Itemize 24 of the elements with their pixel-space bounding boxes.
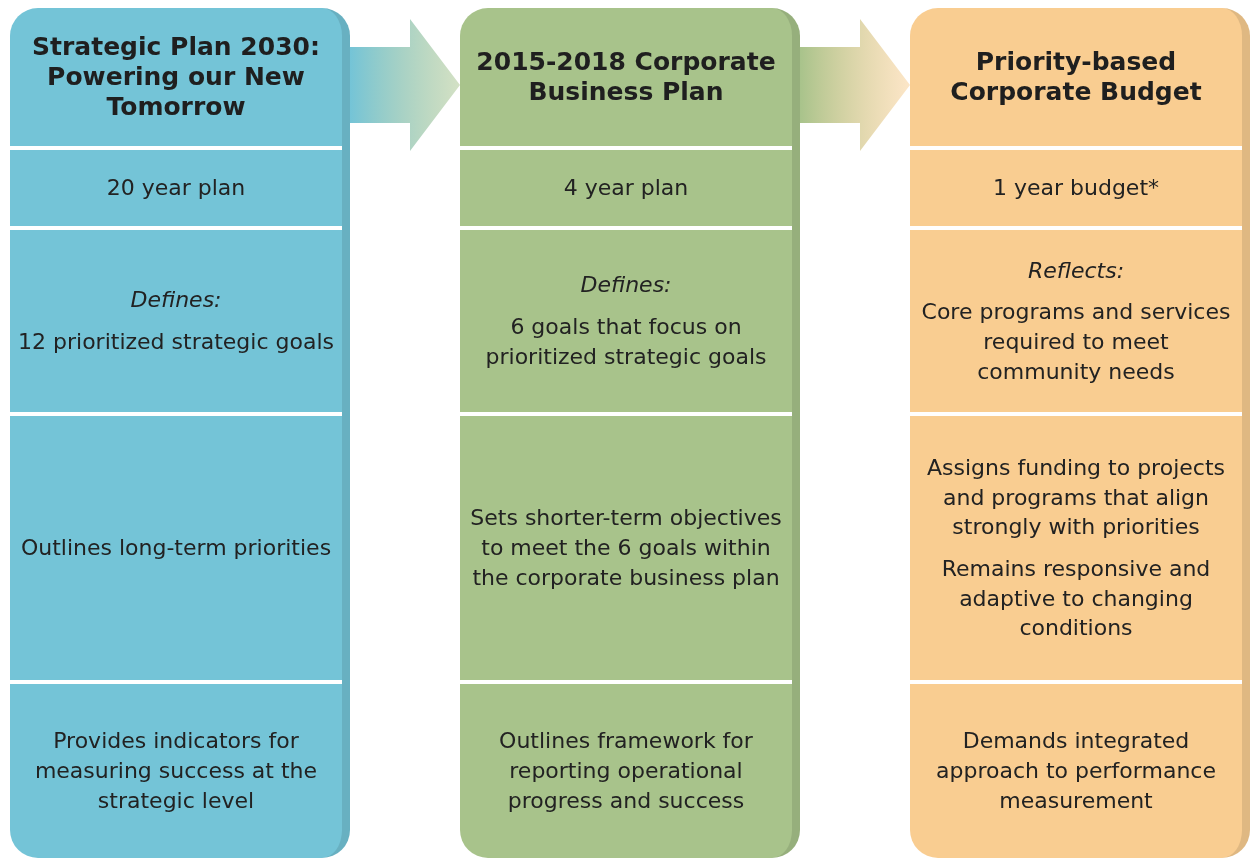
row-text: Outlines framework for reporting operational progress and success: [498, 727, 754, 815]
row-text: 4 year plan: [563, 174, 689, 203]
block-arrow: [800, 19, 910, 151]
row-lead-in: Reflects:: [1027, 256, 1125, 285]
row-text: 12 prioritized strategic goals: [18, 328, 334, 356]
column-heading: Priority-based Corporate Budget: [949, 47, 1203, 107]
row-text: Assigns funding to projects and programs that align strongly with priorities: [926, 453, 1226, 542]
plan-column: [460, 8, 800, 858]
row-text: 1 year budget*: [992, 174, 1160, 203]
row-text: 6 goals that focus on prioritized strategic goals: [484, 313, 768, 371]
row-lead-in: Defines:: [130, 286, 222, 315]
row-text: Core programs and services required to meet community needs: [920, 298, 1232, 386]
row-text: 20 year plan: [106, 174, 246, 203]
row-text: Remains responsive and adaptive to changing conditions: [940, 555, 1212, 643]
row-text: Outlines long-term priorities: [20, 534, 332, 563]
row-text: Sets shorter-term objectives to meet the 6 goals within the corporate business plan: [469, 504, 783, 592]
column-heading: 2015-2018 Corporate Business Plan: [475, 47, 777, 107]
row-lead-in: Defines:: [580, 271, 672, 300]
plan-column: [10, 8, 350, 858]
column-heading: Strategic Plan 2030: Powering our New Tomorrow: [31, 32, 321, 122]
row-text: Provides indicators for measuring success at the strategic level: [33, 727, 319, 815]
block-arrow: [350, 19, 460, 151]
row-text: Demands integrated approach to performance measurement: [935, 727, 1217, 815]
plan-column: [910, 8, 1250, 858]
